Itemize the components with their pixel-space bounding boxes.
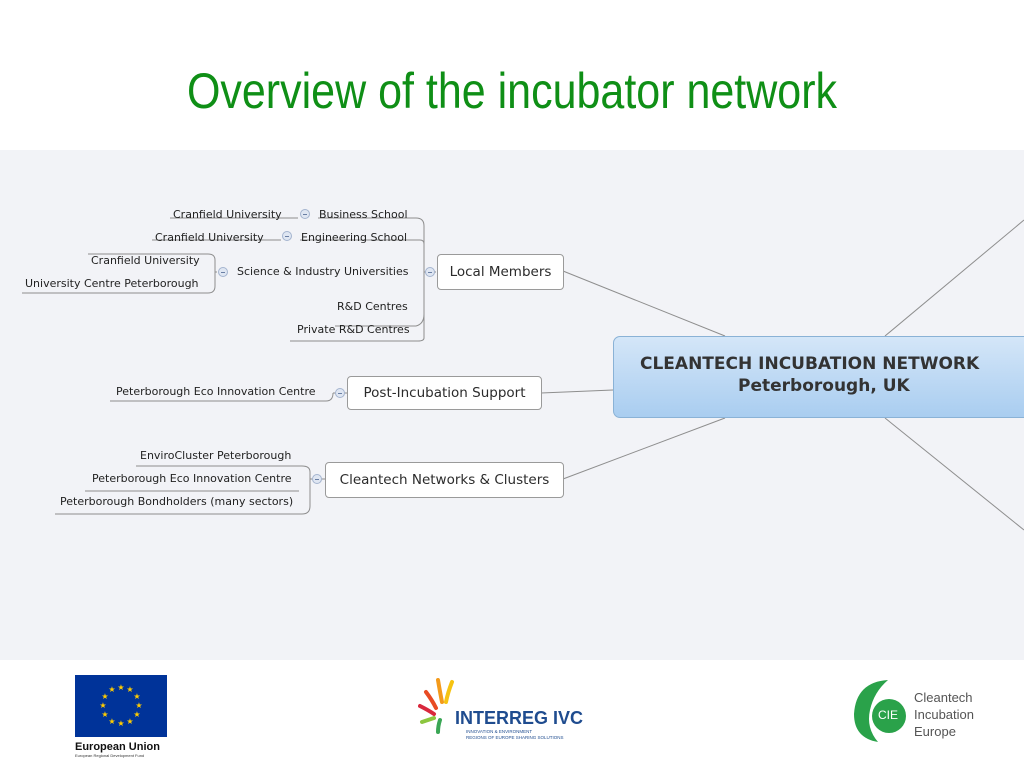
eu-logo: ★★★ ★★★ ★★★ ★★★ European Union European … bbox=[75, 675, 170, 760]
interreg-tagline-1: INNOVATION & ENVIRONMENT bbox=[466, 729, 533, 734]
connector-lines bbox=[22, 217, 1024, 531]
svg-text:★: ★ bbox=[126, 685, 133, 694]
central-node-subtitle: Peterborough, UK bbox=[738, 376, 910, 396]
interreg-tagline-2: REGIONS OF EUROPE SHARING SOLUTIONS bbox=[466, 735, 564, 740]
svg-text:★: ★ bbox=[133, 692, 140, 701]
svg-text:★: ★ bbox=[99, 701, 106, 710]
svg-text:★: ★ bbox=[101, 692, 108, 701]
node-cranfield-university[interactable]: Cranfield University bbox=[155, 231, 264, 244]
cie-line-3: Europe bbox=[914, 724, 956, 739]
cie-leaf-icon bbox=[854, 680, 906, 742]
cie-mark: CIE bbox=[878, 708, 899, 722]
branch-local-members[interactable]: Local Members bbox=[437, 254, 564, 290]
node-science-industry-universities[interactable]: Science & Industry Universities bbox=[237, 265, 409, 278]
cie-line-2: Incubation bbox=[914, 707, 974, 722]
node-private-rd-centres[interactable]: Private R&D Centres bbox=[297, 323, 410, 336]
cie-line-1: Cleantech bbox=[914, 690, 973, 705]
collapse-icon[interactable] bbox=[300, 209, 310, 219]
node-peterborough-eco-innovation-centre[interactable]: Peterborough Eco Innovation Centre bbox=[92, 472, 292, 485]
interreg-name: INTERREG IVC bbox=[455, 708, 584, 728]
svg-text:★: ★ bbox=[108, 685, 115, 694]
node-engineering-school[interactable]: Engineering School bbox=[301, 231, 408, 244]
collapse-icon[interactable] bbox=[218, 267, 228, 277]
eu-name: European Union bbox=[75, 741, 160, 753]
node-university-centre-peterborough[interactable]: University Centre Peterborough bbox=[25, 277, 199, 290]
node-cranfield-university[interactable]: Cranfield University bbox=[173, 208, 282, 221]
svg-text:★: ★ bbox=[101, 710, 108, 719]
collapse-icon[interactable] bbox=[335, 388, 345, 398]
svg-text:★: ★ bbox=[126, 717, 133, 726]
eu-flag-icon: ★★★ ★★★ ★★★ ★★★ bbox=[75, 675, 167, 737]
collapse-icon[interactable] bbox=[312, 474, 322, 484]
node-cranfield-university[interactable]: Cranfield University bbox=[91, 254, 200, 267]
collapse-icon[interactable] bbox=[282, 231, 292, 241]
svg-text:★: ★ bbox=[133, 710, 140, 719]
central-node[interactable]: CLEANTECH INCUBATION NETWORK Peterboroug… bbox=[613, 336, 1024, 418]
branch-post-incubation-support[interactable]: Post-Incubation Support bbox=[347, 376, 542, 410]
branch-cleantech-networks-clusters[interactable]: Cleantech Networks & Clusters bbox=[325, 462, 564, 498]
node-envirocluster-peterborough[interactable]: EnviroCluster Peterborough bbox=[140, 449, 292, 462]
interreg-swoosh-icon bbox=[418, 678, 454, 734]
slide-title: Overview of the incubator network bbox=[186, 63, 838, 119]
svg-text:★: ★ bbox=[108, 717, 115, 726]
svg-text:★: ★ bbox=[117, 719, 124, 728]
node-business-school[interactable]: Business School bbox=[319, 208, 408, 221]
mind-map-panel: Cranfield University Business School Cra… bbox=[0, 150, 1024, 660]
node-peterborough-eco-innovation-centre[interactable]: Peterborough Eco Innovation Centre bbox=[116, 385, 316, 398]
node-peterborough-bondholders[interactable]: Peterborough Bondholders (many sectors) bbox=[60, 495, 294, 508]
svg-text:★: ★ bbox=[135, 701, 142, 710]
eu-subtitle: European Regional Development Fund bbox=[75, 753, 145, 758]
node-rd-centres[interactable]: R&D Centres bbox=[337, 300, 408, 313]
cie-logo: CIE Cleantech Incubation Europe bbox=[848, 676, 988, 748]
central-node-title: CLEANTECH INCUBATION NETWORK bbox=[640, 354, 980, 374]
collapse-icon[interactable] bbox=[425, 267, 435, 277]
interreg-logo: INTERREG IVC INNOVATION & ENVIRONMENT RE… bbox=[418, 678, 618, 748]
svg-text:★: ★ bbox=[117, 683, 124, 692]
